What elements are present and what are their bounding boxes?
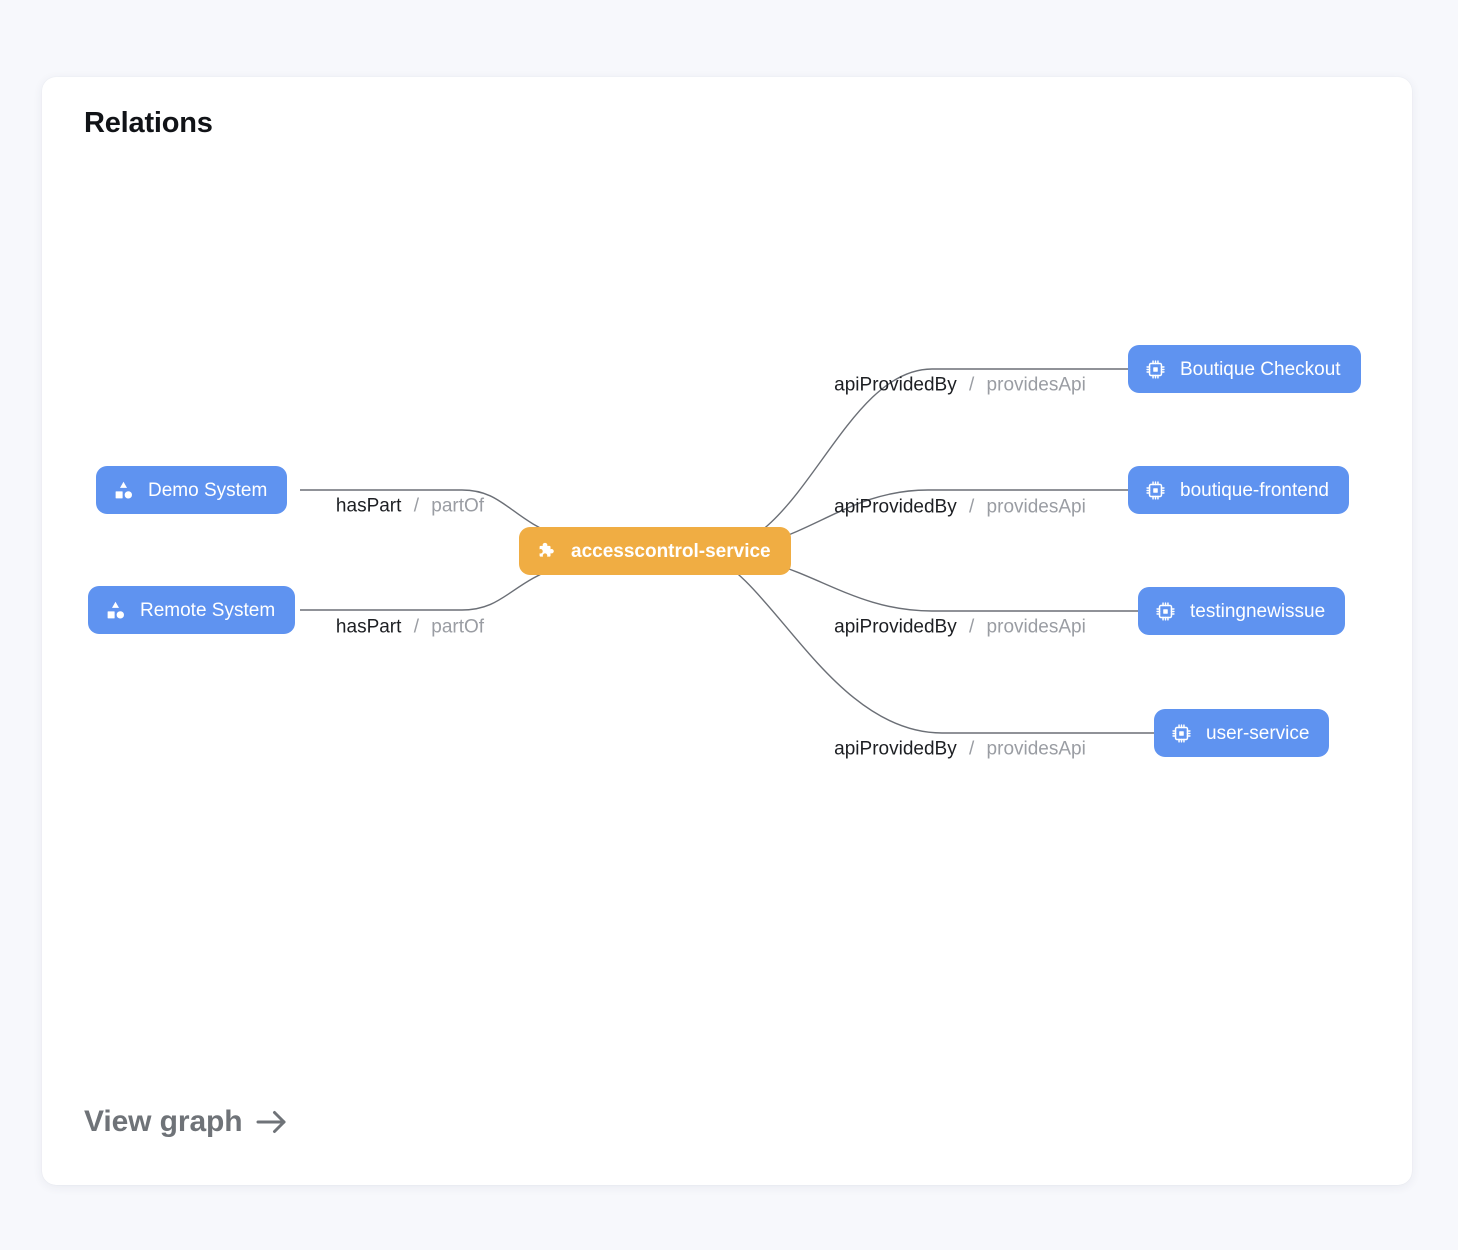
edge-label-reverse: providesApi (986, 496, 1086, 518)
category-shapes-icon (104, 599, 126, 621)
edge-label-forward: apiProvidedBy (834, 374, 957, 396)
graph-node-user-service[interactable]: user-service (1154, 709, 1330, 757)
cpu-chip-icon (1144, 479, 1166, 501)
page-title: Relations (84, 107, 213, 139)
relations-graph[interactable]: Demo System Remote System accesscontrol-… (42, 77, 1412, 1185)
edge-label-reverse: providesApi (986, 616, 1086, 638)
edge-label-reverse: providesApi (986, 738, 1086, 760)
graph-node-accesscontrol-service[interactable]: accesscontrol-service (519, 527, 791, 575)
edge-label-reverse: providesApi (986, 374, 1086, 396)
edge-label-separator: / (968, 496, 975, 518)
edge-label-reverse: partOf (431, 616, 485, 638)
graph-node-label: boutique-frontend (1180, 479, 1329, 501)
edge-label-reverse: partOf (431, 495, 485, 517)
graph-node-label: accesscontrol-service (571, 540, 771, 562)
edge-label-forward: apiProvidedBy (834, 616, 957, 638)
edge-label-boutique-frontend: apiProvidedBy / providesApi (834, 498, 1086, 517)
edge-label-separator: / (968, 374, 975, 396)
edge-boutique-checkout (709, 368, 1128, 552)
edge-user-service (707, 554, 1154, 734)
edge-label-user-service: apiProvidedBy / providesApi (834, 740, 1086, 759)
edge-label-testingnewissue: apiProvidedBy / providesApi (834, 618, 1086, 637)
graph-node-boutique-checkout[interactable]: Boutique Checkout (1128, 345, 1361, 393)
edge-label-separator: / (968, 738, 975, 760)
cpu-chip-icon (1144, 358, 1166, 380)
edge-label-forward: apiProvidedBy (834, 738, 957, 760)
graph-node-label: Remote System (140, 599, 276, 621)
cpu-chip-icon (1154, 600, 1176, 622)
view-graph-link[interactable]: View graph (84, 1105, 289, 1139)
graph-node-label: Boutique Checkout (1180, 358, 1341, 380)
graph-node-label: Demo System (148, 479, 268, 501)
cpu-chip-icon (1170, 722, 1192, 744)
relations-card: Relations Demo Syst (42, 77, 1412, 1185)
edge-label-forward: apiProvidedBy (834, 496, 957, 518)
puzzle-piece-icon (535, 540, 557, 562)
graph-node-boutique-frontend[interactable]: boutique-frontend (1128, 466, 1349, 514)
edge-label-separator: / (968, 616, 975, 638)
graph-node-demo-system[interactable]: Demo System (96, 466, 288, 514)
edge-label-separator: / (413, 495, 419, 517)
edge-label-forward: hasPart (335, 616, 402, 638)
edge-label-demo-system: hasPart / partOf (336, 497, 484, 516)
edge-label-boutique-checkout: apiProvidedBy / providesApi (834, 376, 1086, 395)
category-shapes-icon (112, 479, 134, 501)
edge-label-separator: / (413, 616, 419, 638)
graph-node-label: testingnewissue (1190, 600, 1326, 622)
edge-label-remote-system: hasPart / partOf (336, 618, 484, 637)
graph-node-label: user-service (1206, 722, 1310, 744)
arrow-right-icon (255, 1107, 289, 1137)
edge-label-forward: hasPart (335, 495, 402, 517)
graph-node-remote-system[interactable]: Remote System (88, 586, 296, 634)
graph-node-testingnewissue[interactable]: testingnewissue (1138, 587, 1346, 635)
view-graph-label: View graph (84, 1105, 243, 1138)
